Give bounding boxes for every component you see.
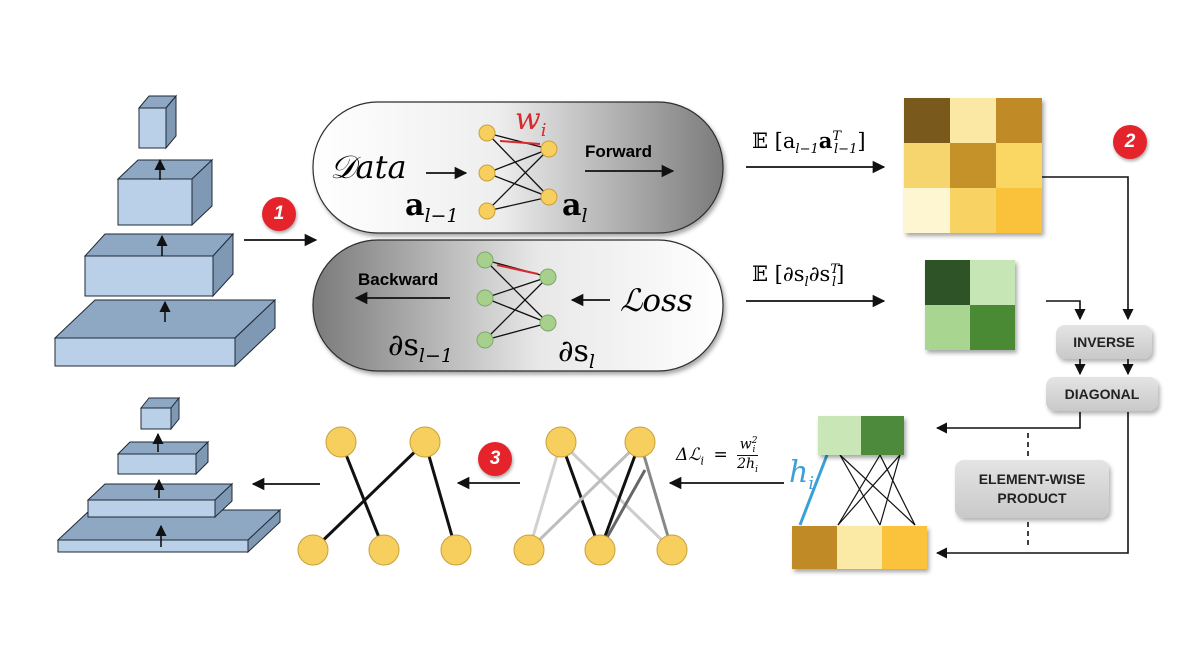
weight-wi-edge xyxy=(499,140,541,145)
diag-gradient-cell xyxy=(861,416,904,455)
inverse-box: INVERSE xyxy=(1056,325,1152,359)
forward-network xyxy=(478,124,558,220)
backward-network xyxy=(476,251,557,349)
diagonal-gradient-vector xyxy=(818,416,904,455)
pruned-network-icon xyxy=(56,396,282,554)
output-grad-label: ∂sl xyxy=(558,334,595,373)
step-badge-1: 1 xyxy=(262,197,296,231)
loss-label: ℒoss xyxy=(620,283,693,319)
activation-matrix-cell xyxy=(904,143,950,188)
gradient-matrix-cell xyxy=(970,260,1015,305)
forward-label: Forward xyxy=(585,142,653,161)
elementwise-product-box: ELEMENT-WISE PRODUCT xyxy=(955,460,1109,518)
input-grad-label: ∂sl−1 xyxy=(388,328,454,367)
input-activation-label: al−1 xyxy=(405,188,459,227)
pruned-network xyxy=(297,426,472,566)
activation-matrix-cell xyxy=(950,188,996,233)
diag-activation-cell xyxy=(792,526,837,569)
original-network-arrows xyxy=(154,158,171,322)
activation-covariance-label: 𝔼 [al−1aTl−1] xyxy=(752,128,866,158)
hessian-label: hi xyxy=(789,455,815,494)
weight-label: wi xyxy=(515,102,547,141)
gradient-matrix-cell xyxy=(925,305,970,350)
step-badge-3: 3 xyxy=(478,442,512,476)
activation-matrix-cell xyxy=(950,143,996,188)
backward-label: Backward xyxy=(358,270,439,289)
gradient-matrix-cell xyxy=(925,260,970,305)
diagonal-activation-vector xyxy=(792,526,927,569)
original-network-icon xyxy=(53,94,277,368)
step-badge-2: 2 xyxy=(1113,125,1147,159)
diag-activation-cell xyxy=(837,526,882,569)
data-label: 𝒟ata xyxy=(330,148,407,186)
diagonal-box: DIAGONAL xyxy=(1046,377,1158,411)
hessian-hi-edge xyxy=(798,454,829,526)
elementwise-line1: ELEMENT-WISE xyxy=(978,471,1086,487)
diag-connections xyxy=(837,454,916,526)
activation-matrix-cell xyxy=(996,98,1042,143)
gradient-covariance-label: 𝔼 [∂sl∂sTl] xyxy=(752,262,845,291)
activation-matrix-cell xyxy=(950,98,996,143)
output-activation-label: al xyxy=(562,188,588,227)
forward-capsule xyxy=(312,101,724,234)
activation-matrix-cell xyxy=(996,143,1042,188)
pruned-network-arrows xyxy=(152,432,167,547)
scored-network xyxy=(513,426,688,566)
elementwise-line2: PRODUCT xyxy=(997,490,1067,506)
activation-covariance-matrix xyxy=(904,98,1042,233)
gradient-covariance-matrix xyxy=(925,260,1015,350)
saliency-formula: Δℒi = w2i 2hi xyxy=(676,436,758,476)
diag-activation-cell xyxy=(882,526,927,569)
activation-matrix-cell xyxy=(904,188,950,233)
activation-matrix-cell xyxy=(904,98,950,143)
gradient-matrix-cell xyxy=(970,305,1015,350)
diag-gradient-cell xyxy=(818,416,861,455)
backward-capsule xyxy=(312,239,724,372)
activation-matrix-cell xyxy=(996,188,1042,233)
routing-lines xyxy=(935,176,1134,559)
